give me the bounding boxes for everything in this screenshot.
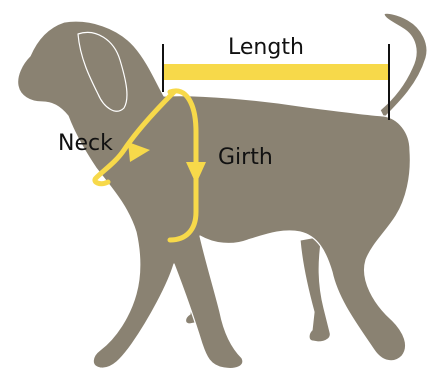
length-label: Length	[228, 35, 304, 60]
girth-label: Girth	[218, 145, 273, 170]
neck-label: Neck	[58, 131, 113, 156]
length-bar	[164, 64, 388, 80]
